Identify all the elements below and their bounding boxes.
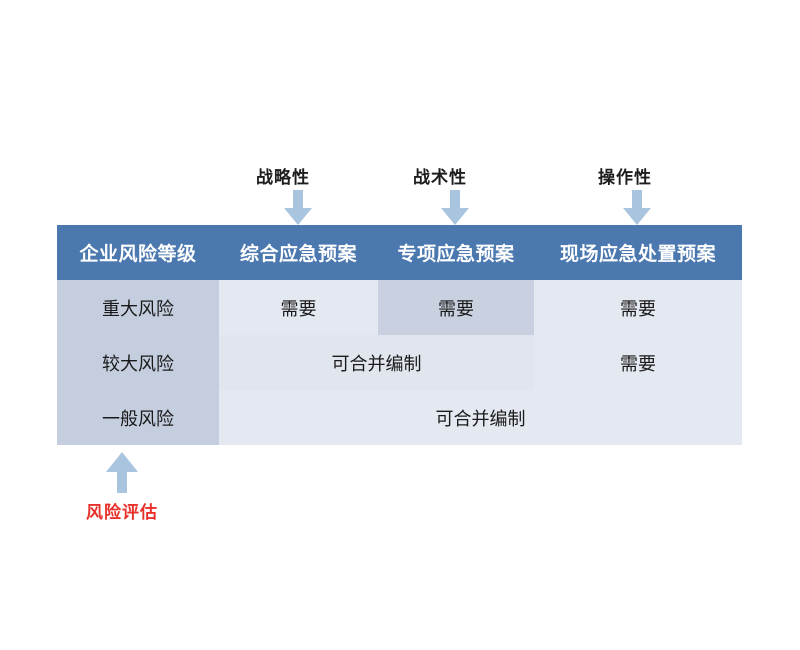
- table-row: 较大风险 可合并编制 需要: [57, 335, 742, 390]
- column-header-comprehensive-plan: 综合应急预案: [219, 225, 378, 280]
- annotation-label-strategic: 战略性: [256, 168, 310, 188]
- arrow-down-icon: [283, 190, 313, 226]
- risk-emergency-plan-table: 企业风险等级 综合应急预案 专项应急预案 现场应急处置预案 重大风险 需要 需要…: [57, 225, 742, 445]
- column-header-risk-level: 企业风险等级: [57, 225, 219, 280]
- cell-major-comprehensive: 需要: [219, 280, 378, 335]
- annotation-label-risk-assessment: 风险评估: [86, 503, 158, 523]
- annotation-label-tactical: 战术性: [413, 168, 467, 188]
- arrow-down-icon: [622, 190, 652, 226]
- row-header-major-risk: 重大风险: [57, 280, 219, 335]
- arrow-up-icon: [105, 452, 139, 494]
- row-header-general-risk: 一般风险: [57, 390, 219, 445]
- cell-relatively-major-onsite: 需要: [534, 335, 742, 390]
- row-header-relatively-major-risk: 较大风险: [57, 335, 219, 390]
- cell-general-merged: 可合并编制: [219, 390, 742, 445]
- cell-major-special: 需要: [378, 280, 534, 335]
- table-row: 一般风险 可合并编制: [57, 390, 742, 445]
- table-header-row: 企业风险等级 综合应急预案 专项应急预案 现场应急处置预案: [57, 225, 742, 280]
- arrow-down-icon: [440, 190, 470, 226]
- cell-relatively-major-merged: 可合并编制: [219, 335, 534, 390]
- table-row: 重大风险 需要 需要 需要: [57, 280, 742, 335]
- annotation-label-operational: 操作性: [598, 168, 652, 188]
- cell-major-onsite: 需要: [534, 280, 742, 335]
- column-header-onsite-plan: 现场应急处置预案: [534, 225, 742, 280]
- column-header-special-plan: 专项应急预案: [378, 225, 534, 280]
